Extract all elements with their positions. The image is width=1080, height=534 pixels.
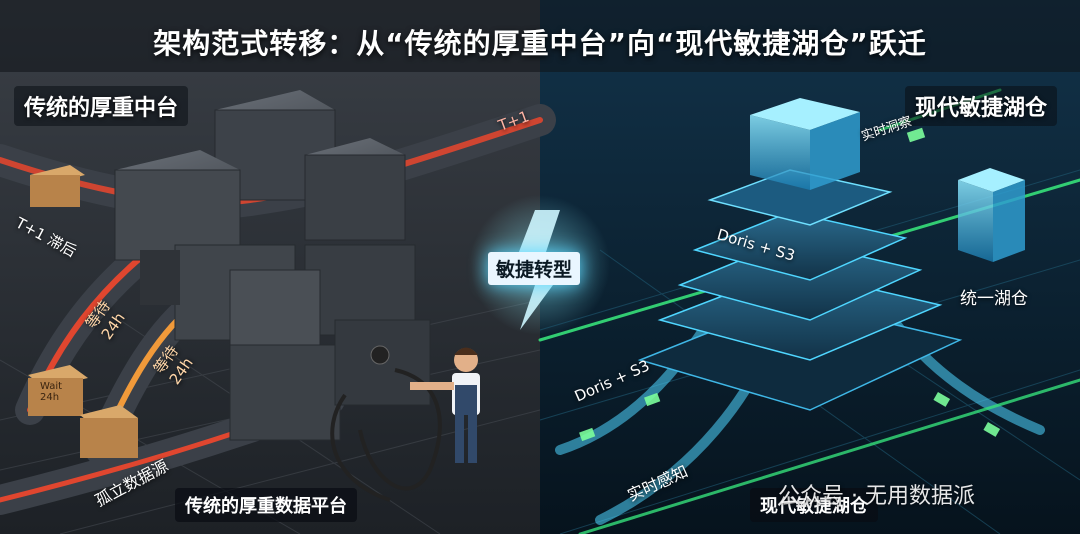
- legacy-server-cluster: [114, 90, 431, 441]
- cardboard-boxes: [28, 165, 138, 458]
- unified-lakehouse-cube: [958, 168, 1025, 262]
- left-bottom-label: 传统的厚重数据平台: [175, 488, 357, 522]
- unified-label: 统一湖仓: [960, 289, 1028, 309]
- watermark: 公众号 · 无用数据派: [778, 484, 975, 509]
- data-packets: [579, 127, 1001, 442]
- worker-figure: [410, 347, 480, 463]
- left-heading: 传统的厚重中台: [14, 86, 189, 126]
- box-label: Wait 24h: [40, 381, 63, 403]
- page-title: 架构范式转移：从“传统的厚重中台”向“现代敏捷湖仓”跃迁: [153, 27, 927, 60]
- right-bottom-label: 现代敏捷湖仓: [750, 488, 878, 522]
- transformation-badge: 敏捷转型: [488, 252, 581, 285]
- title-band: [0, 0, 1080, 72]
- lakehouse-tower: [637, 98, 963, 411]
- right-heading: 现代敏捷湖仓: [905, 86, 1058, 126]
